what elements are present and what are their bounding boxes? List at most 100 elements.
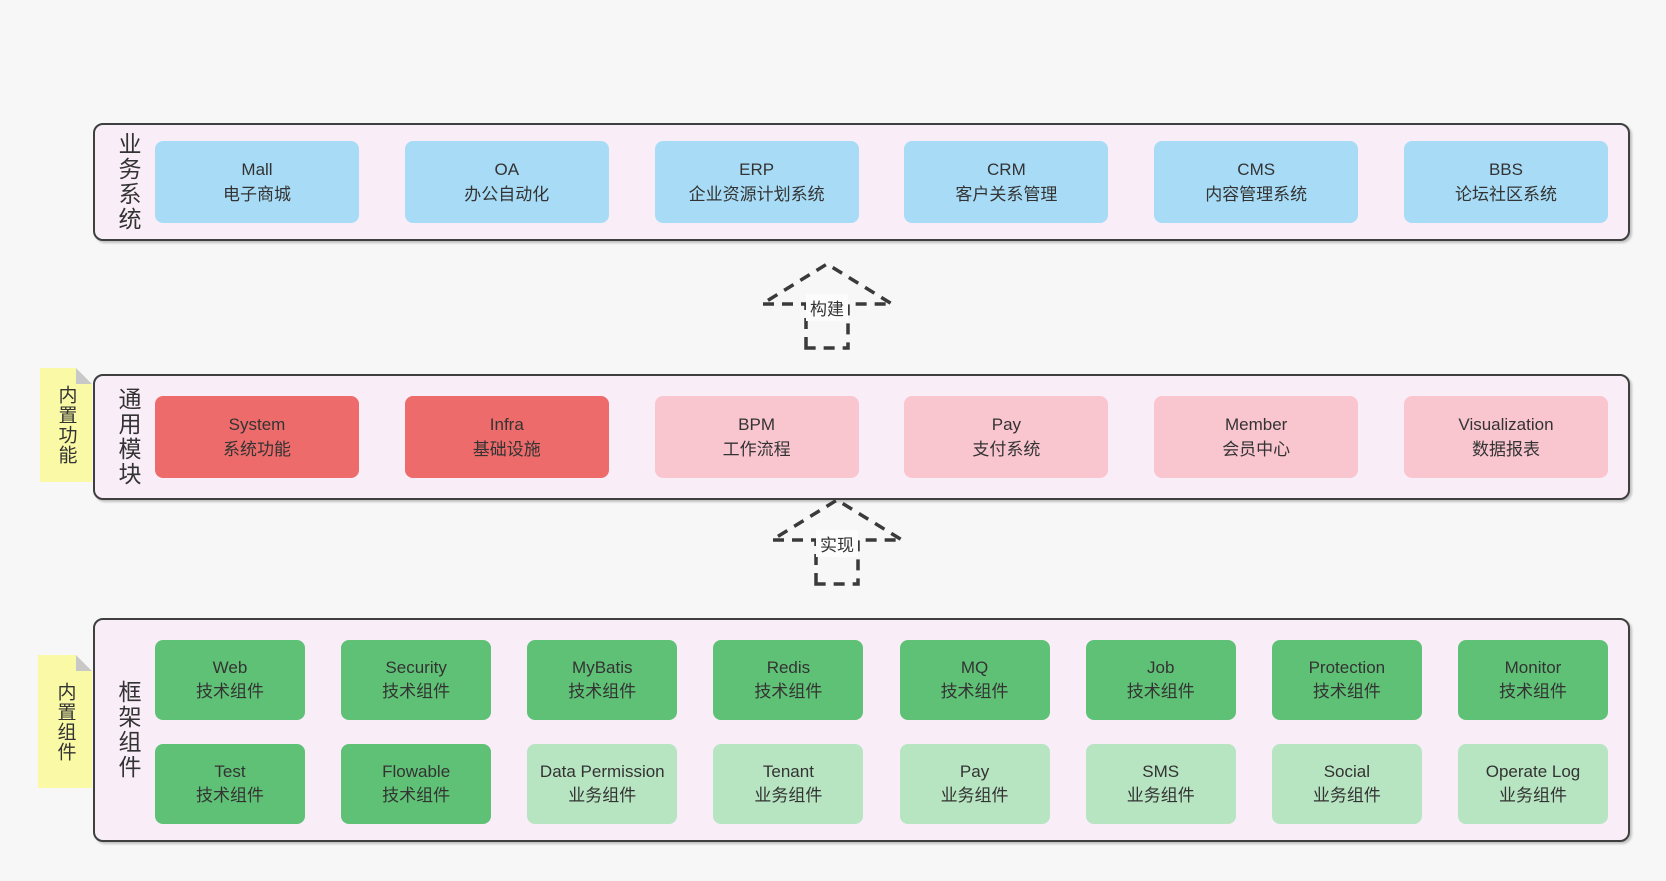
- components-row-1: Web 技术组件 Security 技术组件 MyBatis 技术组件 Redi…: [155, 640, 1608, 720]
- box-subtitle-zh: 技术组件: [568, 682, 637, 701]
- box-subtitle-zh: 技术组件: [754, 682, 823, 701]
- box-pay: Pay 支付系统: [904, 396, 1109, 478]
- box-subtitle-zh: 业务组件: [1498, 786, 1567, 805]
- box-subtitle-zh: 办公自动化: [464, 185, 550, 204]
- build-arrow-icon: 构建: [752, 256, 902, 351]
- box-mybatis: MyBatis 技术组件: [527, 640, 678, 720]
- box-protection: Protection 技术组件: [1271, 640, 1422, 720]
- box-mall: Mall 电子商城: [155, 141, 359, 223]
- box-web: Web 技术组件: [155, 640, 305, 720]
- box-title-en: Pay: [959, 762, 990, 781]
- box-title-en: Test: [214, 762, 246, 781]
- box-title-en: BBS: [1488, 160, 1523, 179]
- box-subtitle-zh: 工作流程: [722, 440, 791, 459]
- box-redis: Redis 技术组件: [713, 640, 864, 720]
- box-title-en: Web: [212, 658, 248, 677]
- box-title-en: Monitor: [1504, 658, 1562, 677]
- sticky-note-text: 内置组件: [54, 681, 76, 762]
- implement-arrow-icon: 实现: [762, 492, 912, 587]
- box-title-en: Member: [1225, 415, 1288, 434]
- box-test: Test 技术组件: [155, 744, 305, 824]
- box-subtitle-zh: 支付系统: [972, 440, 1041, 459]
- box-mq: MQ 技术组件: [899, 640, 1050, 720]
- box-title-en: Redis: [766, 658, 811, 677]
- box-pay-component: Pay 业务组件: [899, 744, 1050, 824]
- box-subtitle-zh: 业务组件: [754, 786, 823, 805]
- box-title-en: Infra: [489, 415, 524, 434]
- box-subtitle-zh: 技术组件: [940, 682, 1009, 701]
- box-subtitle-zh: 数据报表: [1471, 440, 1540, 459]
- box-subtitle-zh: 电子商城: [223, 185, 291, 204]
- box-title-en: Protection: [1308, 658, 1386, 677]
- box-subtitle-zh: 业务组件: [568, 786, 637, 805]
- layer-framework-components: 框架组件 Web 技术组件 Security 技术组件 MyBatis 技术组件…: [93, 618, 1630, 842]
- components-row-2: Test 技术组件 Flowable 技术组件 Data Permission …: [155, 744, 1608, 824]
- sticky-note-text: 内置功能: [55, 385, 77, 465]
- box-title-en: Visualization: [1458, 415, 1554, 434]
- box-title-en: Social: [1323, 762, 1370, 781]
- box-operate-log: Operate Log 业务组件: [1457, 744, 1608, 824]
- box-subtitle-zh: 技术组件: [196, 786, 264, 805]
- box-subtitle-zh: 基础设施: [472, 440, 541, 459]
- box-title-en: OA: [494, 160, 520, 179]
- box-subtitle-zh: 客户关系管理: [955, 185, 1058, 204]
- layer-common-modules: 通用模块 System 系统功能 Infra 基础设施 BPM 工作流程 Pay…: [93, 374, 1630, 500]
- box-subtitle-zh: 技术组件: [196, 682, 264, 701]
- box-subtitle-zh: 企业资源计划系统: [688, 185, 825, 204]
- box-title-en: Security: [385, 658, 447, 677]
- box-infra: Infra 基础设施: [404, 396, 609, 478]
- box-title-en: Mall: [241, 160, 273, 179]
- box-subtitle-zh: 业务组件: [940, 786, 1009, 805]
- box-monitor: Monitor 技术组件: [1457, 640, 1608, 720]
- box-flowable: Flowable 技术组件: [341, 744, 492, 824]
- box-tenant: Tenant 业务组件: [713, 744, 864, 824]
- box-bpm: BPM 工作流程: [654, 396, 859, 478]
- box-subtitle-zh: 业务组件: [1312, 786, 1381, 805]
- box-title-en: Job: [1146, 658, 1175, 677]
- business-box-row: Mall 电子商城 OA 办公自动化 ERP 企业资源计划系统 CRM 客户关系…: [155, 125, 1608, 239]
- box-visualization: Visualization 数据报表: [1403, 396, 1608, 478]
- implement-arrow-label: 实现: [816, 530, 858, 557]
- box-subtitle-zh: 论坛社区系统: [1454, 185, 1557, 204]
- box-subtitle-zh: 内容管理系统: [1205, 185, 1308, 204]
- layer-business-systems: 业务系统 Mall 电子商城 OA 办公自动化 ERP 企业资源计划系统 CRM…: [93, 123, 1630, 241]
- build-arrow-label: 构建: [806, 294, 848, 321]
- box-subtitle-zh: 系统功能: [223, 440, 291, 459]
- box-security: Security 技术组件: [341, 640, 492, 720]
- box-subtitle-zh: 会员中心: [1222, 440, 1291, 459]
- box-title-en: CMS: [1237, 160, 1276, 179]
- layer-business-label: 业务系统: [115, 132, 141, 232]
- box-data-permission: Data Permission 业务组件: [527, 744, 678, 824]
- box-title-en: Flowable: [382, 762, 451, 781]
- box-subtitle-zh: 技术组件: [1498, 682, 1567, 701]
- sticky-note-built-in-components: 内置组件: [38, 655, 92, 788]
- layer-components-label: 框架组件: [115, 680, 141, 780]
- box-title-en: SMS: [1142, 762, 1180, 781]
- box-title-en: Operate Log: [1485, 762, 1581, 781]
- box-title-en: Data Permission: [539, 762, 665, 781]
- box-member: Member 会员中心: [1154, 396, 1359, 478]
- box-oa: OA 办公自动化: [404, 141, 609, 223]
- box-cms: CMS 内容管理系统: [1154, 141, 1359, 223]
- box-sms: SMS 业务组件: [1085, 744, 1236, 824]
- box-subtitle-zh: 技术组件: [382, 682, 451, 701]
- box-job: Job 技术组件: [1085, 640, 1236, 720]
- box-title-en: MQ: [960, 658, 989, 677]
- box-title-en: System: [228, 415, 286, 434]
- box-title-en: MyBatis: [572, 658, 633, 677]
- box-bbs: BBS 论坛社区系统: [1403, 141, 1608, 223]
- sticky-note-built-in-features: 内置功能: [40, 368, 92, 482]
- box-subtitle-zh: 业务组件: [1126, 786, 1195, 805]
- box-crm: CRM 客户关系管理: [904, 141, 1109, 223]
- box-system: System 系统功能: [155, 396, 359, 478]
- box-title-en: CRM: [987, 160, 1026, 179]
- box-subtitle-zh: 技术组件: [382, 786, 451, 805]
- box-subtitle-zh: 技术组件: [1312, 682, 1381, 701]
- box-title-en: Pay: [991, 415, 1022, 434]
- box-title-en: BPM: [738, 415, 776, 434]
- modules-box-row: System 系统功能 Infra 基础设施 BPM 工作流程 Pay 支付系统…: [155, 376, 1608, 498]
- box-erp: ERP 企业资源计划系统: [654, 141, 859, 223]
- box-social: Social 业务组件: [1271, 744, 1422, 824]
- layer-modules-label: 通用模块: [115, 387, 141, 487]
